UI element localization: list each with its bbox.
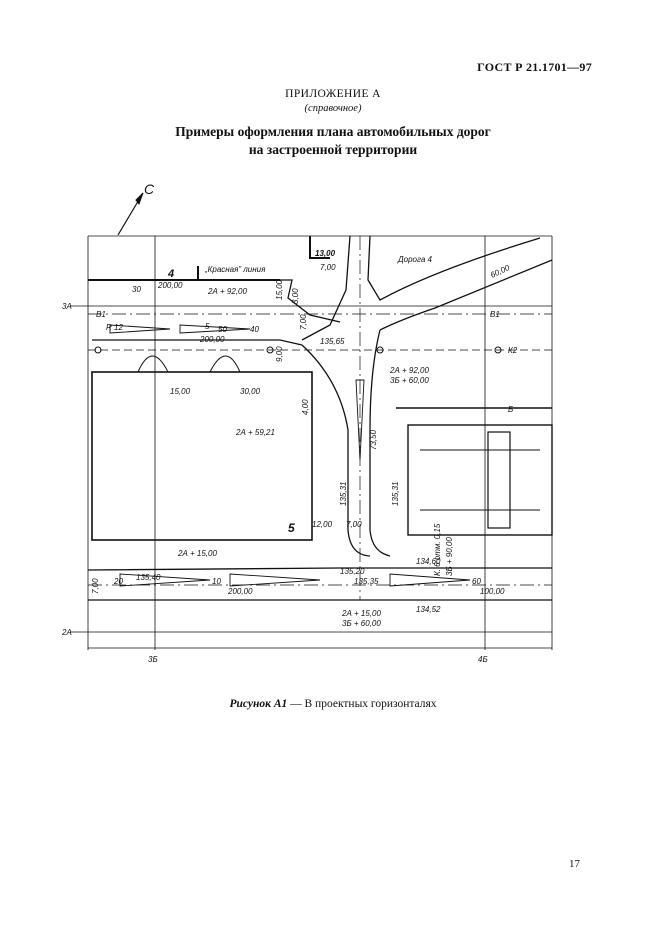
station-k6: К. 6 отм. 0,15 xyxy=(433,523,442,576)
north-arrow: С xyxy=(117,181,155,236)
road-plan-drawing: С 3А 2А 3Б 4Б „Красная” линия 4 200,00 5 xyxy=(61,181,553,664)
block-5-label: 5 xyxy=(288,521,295,535)
station-3b60-a: 3Б + 60,00 xyxy=(390,376,429,385)
station-3b60-b: 3Б + 60,00 xyxy=(342,619,381,628)
figure-caption: Рисунок А1 — В проектных горизонталях xyxy=(0,698,666,710)
grid-col-3b: 3Б xyxy=(148,655,158,664)
elev-135-65: 135,65 xyxy=(320,337,345,346)
appendix-label: ПРИЛОЖЕНИЕ А xyxy=(285,88,381,100)
elev-134-52: 134,52 xyxy=(416,605,441,614)
road-edges xyxy=(87,235,553,601)
elev-135-20: 135,20 xyxy=(340,567,365,576)
slope-5: 5 xyxy=(205,322,210,331)
dim-7-a: 7,00 xyxy=(320,263,336,272)
slope-20: 20 xyxy=(113,577,123,586)
pipe-b-label: Б xyxy=(508,405,513,414)
station-2a92-a: 2А + 92,00 xyxy=(207,287,247,296)
caption-label: Рисунок А1 xyxy=(229,698,288,710)
slope-10: 10 xyxy=(212,577,221,586)
title-line-1: Примеры оформления плана автомобильных д… xyxy=(175,124,491,139)
slope-60: 60 xyxy=(472,577,481,586)
page-number: 17 xyxy=(569,858,580,870)
elev-135-31-b: 135,31 xyxy=(391,482,400,506)
dim-7-d: 7,00 xyxy=(91,578,100,594)
dim-4: 4,00 xyxy=(301,399,310,415)
slope-30: 30 xyxy=(132,285,141,294)
red-line-label: „Красная” линия xyxy=(204,265,266,274)
elev-135-40: 135,40 xyxy=(136,573,161,582)
dim-30: 30,00 xyxy=(240,387,261,396)
caption-text: В проектных горизонталях xyxy=(304,698,437,710)
station-2a15-b: 2А + 15,00 xyxy=(341,609,381,618)
slope-arrows xyxy=(109,324,471,587)
dim-15-b: 15,00 xyxy=(275,279,284,300)
grid-col-4b: 4Б xyxy=(478,655,488,664)
dim-13: 13,00 xyxy=(315,249,336,258)
elev-73-50: 73,50 xyxy=(369,429,378,450)
dim-7-b: 7,00 xyxy=(346,520,362,529)
dim-200-c: 200,00 xyxy=(227,587,253,596)
elev-135-35: 135,35 xyxy=(354,577,379,586)
station-2a59: 2А + 59,21 xyxy=(235,428,275,437)
dim-7-c: 7,00 xyxy=(299,314,308,330)
slope-40: 40 xyxy=(250,325,259,334)
elev-135-31-a: 135,31 xyxy=(339,482,348,506)
document-code: ГОСТ Р 21.1701—97 xyxy=(477,60,592,74)
dim-100: 100,00 xyxy=(480,587,505,596)
building-right xyxy=(407,424,553,536)
block-5 xyxy=(91,371,313,541)
appendix-reference: (справочное) xyxy=(304,103,362,114)
title-line-2: на застроенной территории xyxy=(248,142,418,157)
grid-row-3a: 3А xyxy=(62,302,72,311)
b1-right-label: В1 xyxy=(490,310,500,319)
elev-134-60: 134,60 xyxy=(416,557,441,566)
north-label: С xyxy=(144,181,155,197)
dim-15-a: 15,00 xyxy=(170,387,191,396)
block-4-label: 4 xyxy=(167,268,174,280)
dim-12: 12,00 xyxy=(312,520,333,529)
k2-label: К2 xyxy=(508,346,518,355)
b1-left-label: В1 xyxy=(96,310,106,319)
dim-200-b: 200,00 xyxy=(199,335,225,344)
station-2a15-a: 2А + 15,00 xyxy=(177,549,217,558)
slope-50: 50 xyxy=(218,325,227,334)
radius-r12: R 12 xyxy=(106,323,123,332)
centre-lines xyxy=(88,236,552,600)
dim-200-a: 200,00 xyxy=(157,281,183,290)
caption-dash: — xyxy=(287,698,305,710)
grid-row-2a: 2А xyxy=(61,628,72,637)
elev-60: 60,00 xyxy=(489,263,511,280)
dim-3: 3,00 xyxy=(291,288,300,304)
station-3b90: 3Б + 90,00 xyxy=(445,537,454,576)
station-2a92-b: 2А + 92,00 xyxy=(389,366,429,375)
page-title: Примеры оформления плана автомобильных д… xyxy=(0,123,666,159)
dim-9: 9,00 xyxy=(275,346,284,362)
road-4-label: Дорога 4 xyxy=(397,255,433,264)
